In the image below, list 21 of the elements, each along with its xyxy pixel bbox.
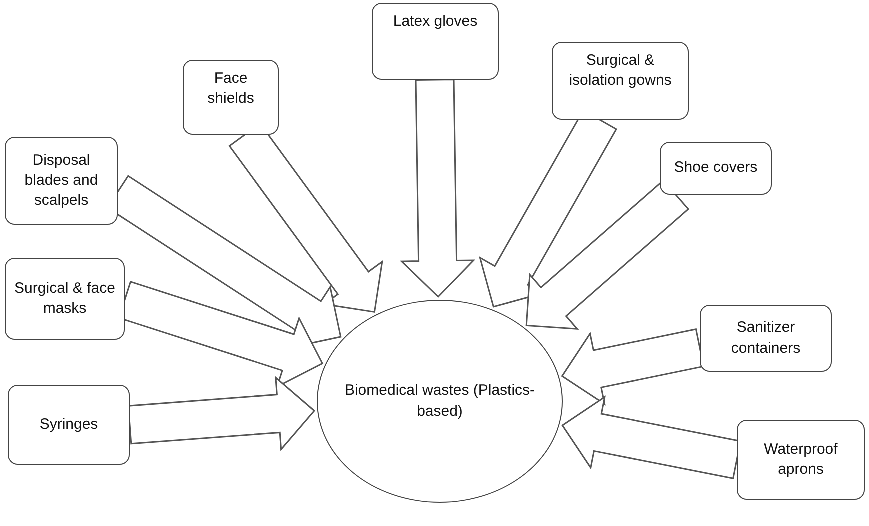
category-box xyxy=(372,3,499,80)
node-label: Disposal blades and scalpels xyxy=(24,150,100,212)
node-label: Surgical & face masks xyxy=(14,278,116,319)
category-box xyxy=(5,137,118,225)
node-label: Syringes xyxy=(40,414,98,435)
node-label: Surgical & isolation gowns xyxy=(568,51,673,92)
node-label: Sanitizer containers xyxy=(730,318,802,358)
node-label: Shoe covers xyxy=(674,158,758,178)
category-box xyxy=(8,385,130,465)
node-label: Face shields xyxy=(206,69,256,110)
block-arrow xyxy=(128,376,316,452)
block-arrow xyxy=(400,78,476,298)
category-box xyxy=(700,305,832,372)
category-box xyxy=(660,142,772,195)
node-label: Latex gloves xyxy=(393,12,478,32)
node-label: Biomedical wastes (Plastics-based) xyxy=(344,381,536,422)
category-box xyxy=(552,42,689,120)
node-label: Waterproof aprons xyxy=(763,440,839,480)
category-box xyxy=(183,60,279,135)
category-box xyxy=(737,420,865,500)
category-box xyxy=(5,258,125,340)
